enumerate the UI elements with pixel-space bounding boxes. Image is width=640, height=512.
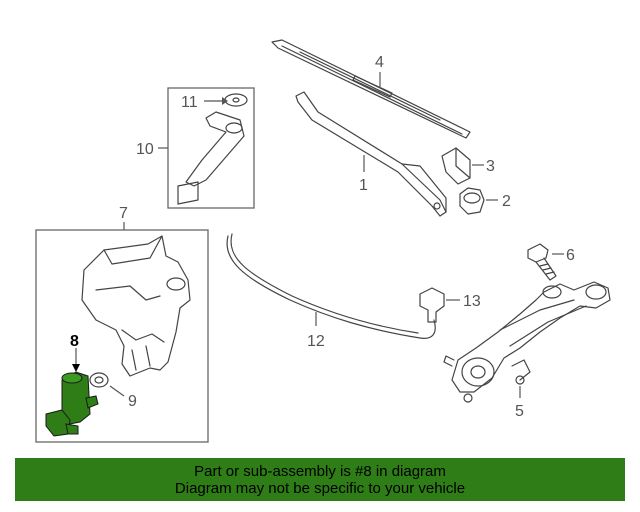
washer-hose-part[interactable]: [226, 235, 436, 339]
callout-8: 8: [70, 333, 79, 350]
group-box-7: [35, 229, 209, 443]
callout-10: 10: [136, 141, 154, 158]
washer-pump-part-8[interactable]: [45, 371, 99, 437]
bracket-part[interactable]: [177, 111, 245, 205]
info-banner: Part or sub-assembly is #8 in diagram Di…: [15, 458, 625, 501]
grommet-part[interactable]: [89, 372, 109, 388]
banner-line-1: Part or sub-assembly is #8 in diagram: [194, 462, 446, 480]
banner-line-2: Diagram may not be specific to your vehi…: [174, 479, 466, 497]
callout-5: 5: [515, 403, 524, 420]
callout-6: 6: [566, 247, 575, 264]
callout-12: 12: [307, 333, 325, 350]
wiper-arm-part[interactable]: [295, 91, 447, 217]
reservoir-part[interactable]: [81, 235, 191, 377]
callout-4: 4: [375, 54, 384, 71]
arm-cap-part[interactable]: [441, 147, 471, 185]
leader-9: [109, 385, 125, 397]
bolt-11-part[interactable]: [224, 93, 248, 107]
wiper-motor-linkage-part[interactable]: [443, 281, 611, 403]
bolt-6-part[interactable]: [527, 243, 557, 281]
callout-2: 2: [502, 193, 511, 210]
callout-13: 13: [463, 293, 481, 310]
arrow-11: [222, 97, 228, 105]
callout-3: 3: [486, 158, 495, 175]
callout-11: 11: [181, 94, 198, 111]
callout-1: 1: [359, 177, 368, 194]
wiper-blade-part[interactable]: [271, 39, 471, 139]
callout-9: 9: [128, 393, 137, 410]
arrow-8: [72, 364, 80, 372]
nozzle-part[interactable]: [419, 287, 445, 323]
nut-part[interactable]: [459, 187, 485, 215]
callout-7: 7: [119, 205, 128, 222]
